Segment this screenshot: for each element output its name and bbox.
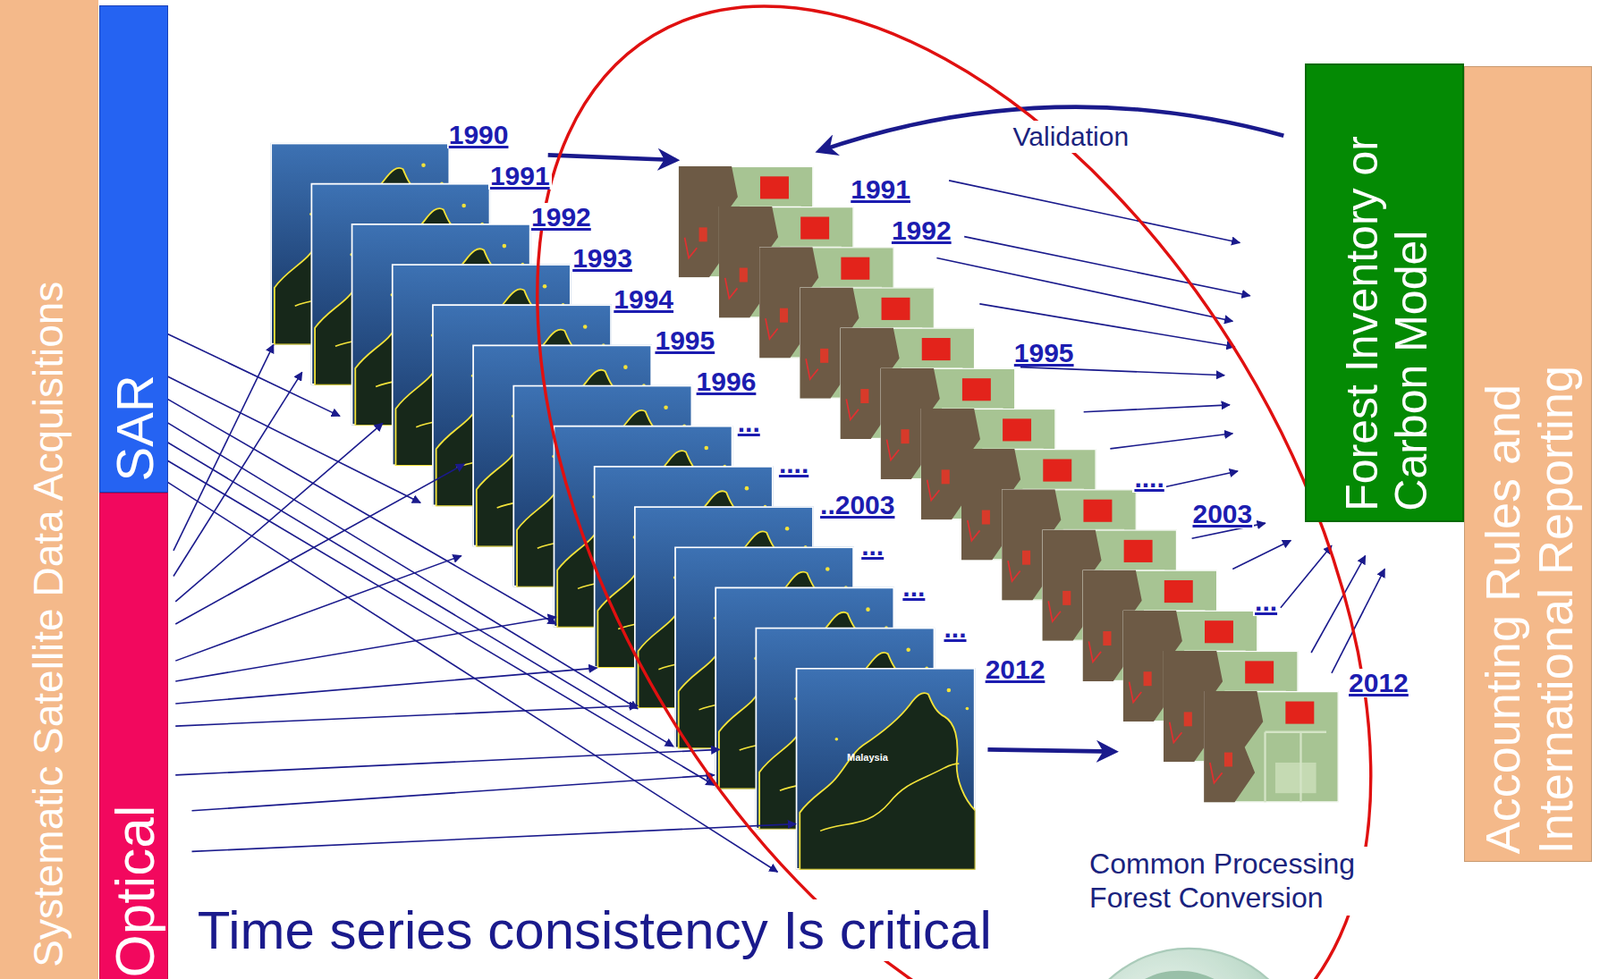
acquisition-arrow bbox=[175, 668, 597, 704]
year-label: ... bbox=[941, 614, 968, 644]
year-label: 1991 bbox=[848, 175, 913, 204]
year-label: ... bbox=[1252, 587, 1279, 617]
band-label: Forest Inventory or Carbon Model bbox=[1337, 70, 1436, 512]
acquisition-arrow bbox=[163, 420, 639, 710]
model-input-arrow bbox=[1083, 405, 1230, 413]
optical-band: Optical bbox=[99, 492, 170, 979]
model-input-arrow bbox=[1109, 433, 1233, 449]
satellite-stack bbox=[678, 166, 1339, 804]
model-input-arrow bbox=[948, 180, 1240, 244]
year-label: 1993 bbox=[570, 244, 635, 273]
year-label: .... bbox=[777, 449, 811, 479]
year-label: ... bbox=[736, 408, 762, 438]
acquisition-arrow bbox=[175, 749, 720, 776]
year-label: 2003 bbox=[1190, 499, 1254, 529]
acquisition-arrow bbox=[173, 345, 274, 551]
year-label: ..2003 bbox=[818, 491, 897, 520]
rotated-text-frame: Accounting Rules and International Repor… bbox=[1464, 67, 1593, 864]
note-text: Common Processing Forest Conversion bbox=[1086, 846, 1397, 916]
globe bbox=[1071, 948, 1306, 979]
year-label: 1992 bbox=[529, 203, 593, 232]
sar-arrows bbox=[154, 329, 778, 872]
sar-band: SAR bbox=[99, 5, 170, 493]
model-input-arrow bbox=[964, 237, 1250, 297]
acquisition-arrow bbox=[175, 423, 383, 602]
reporting-box: Accounting Rules and International Repor… bbox=[1464, 66, 1592, 863]
year-label: 1991 bbox=[488, 161, 552, 191]
acquisition-arrow bbox=[154, 474, 778, 872]
rotated-text-frame: SAR bbox=[100, 6, 170, 494]
year-label: 1994 bbox=[611, 285, 676, 314]
acquisition-arrow bbox=[175, 705, 638, 727]
acquisition-band: Systematic Satellite Data Acquisitions bbox=[0, 0, 99, 979]
year-label: 2012 bbox=[1346, 668, 1411, 698]
focus-ellipse bbox=[364, 0, 1544, 979]
model-input-arrow bbox=[1280, 545, 1332, 609]
acquisition-arrow bbox=[175, 617, 557, 682]
rotated-text-frame: Systematic Satellite Data Acquisitions bbox=[0, 0, 99, 979]
map-stack bbox=[270, 143, 975, 871]
year-label: 1995 bbox=[652, 326, 717, 356]
year-label: 1990 bbox=[447, 120, 511, 150]
optical-arrows bbox=[173, 345, 796, 853]
map-place-name: Malaysia bbox=[846, 753, 889, 763]
arrow-label: Validation bbox=[1010, 120, 1133, 153]
acquisition-arrow bbox=[165, 375, 421, 504]
band-label: Systematic Satellite Data Acquisitions bbox=[25, 281, 72, 968]
band-label: Optical bbox=[103, 804, 165, 978]
rotated-text-frame: Optical bbox=[100, 493, 170, 979]
acquisition-arrow bbox=[191, 775, 714, 812]
year-label: 1995 bbox=[1012, 338, 1076, 368]
globe-land bbox=[1122, 971, 1224, 979]
acquisition-arrow bbox=[160, 438, 674, 746]
acquisition-arrow bbox=[175, 464, 465, 625]
model-input-arrow bbox=[1232, 541, 1291, 570]
model-input-arrow bbox=[936, 258, 1233, 322]
year-label: ... bbox=[900, 573, 927, 602]
year-label: 1996 bbox=[694, 367, 759, 397]
rotated-text-frame: Forest Inventory or Carbon Model bbox=[1306, 65, 1466, 525]
acquisition-arrow bbox=[191, 824, 796, 853]
processing-arrow bbox=[987, 749, 1114, 752]
map-image bbox=[795, 668, 976, 871]
year-label: .... bbox=[1132, 464, 1166, 493]
year-label: 2012 bbox=[983, 655, 1048, 685]
band-label: Accounting Rules and International Repor… bbox=[1475, 228, 1583, 855]
acquisition-arrow bbox=[160, 457, 714, 786]
acquisition-arrow bbox=[158, 329, 340, 416]
year-label: ... bbox=[859, 532, 886, 561]
carbon-model-box: Forest Inventory or Carbon Model bbox=[1304, 63, 1465, 523]
year-label: 1992 bbox=[889, 216, 954, 246]
acquisition-arrow bbox=[175, 556, 461, 661]
processing-arrow bbox=[548, 154, 677, 161]
satellite-image bbox=[1203, 691, 1339, 803]
band-label: SAR bbox=[106, 374, 164, 482]
headline-text: Time series consistency Is critical bbox=[194, 899, 996, 962]
acquisition-arrow bbox=[165, 397, 557, 625]
model-input-arrow bbox=[1020, 367, 1225, 376]
acquisition-arrow bbox=[173, 372, 303, 576]
